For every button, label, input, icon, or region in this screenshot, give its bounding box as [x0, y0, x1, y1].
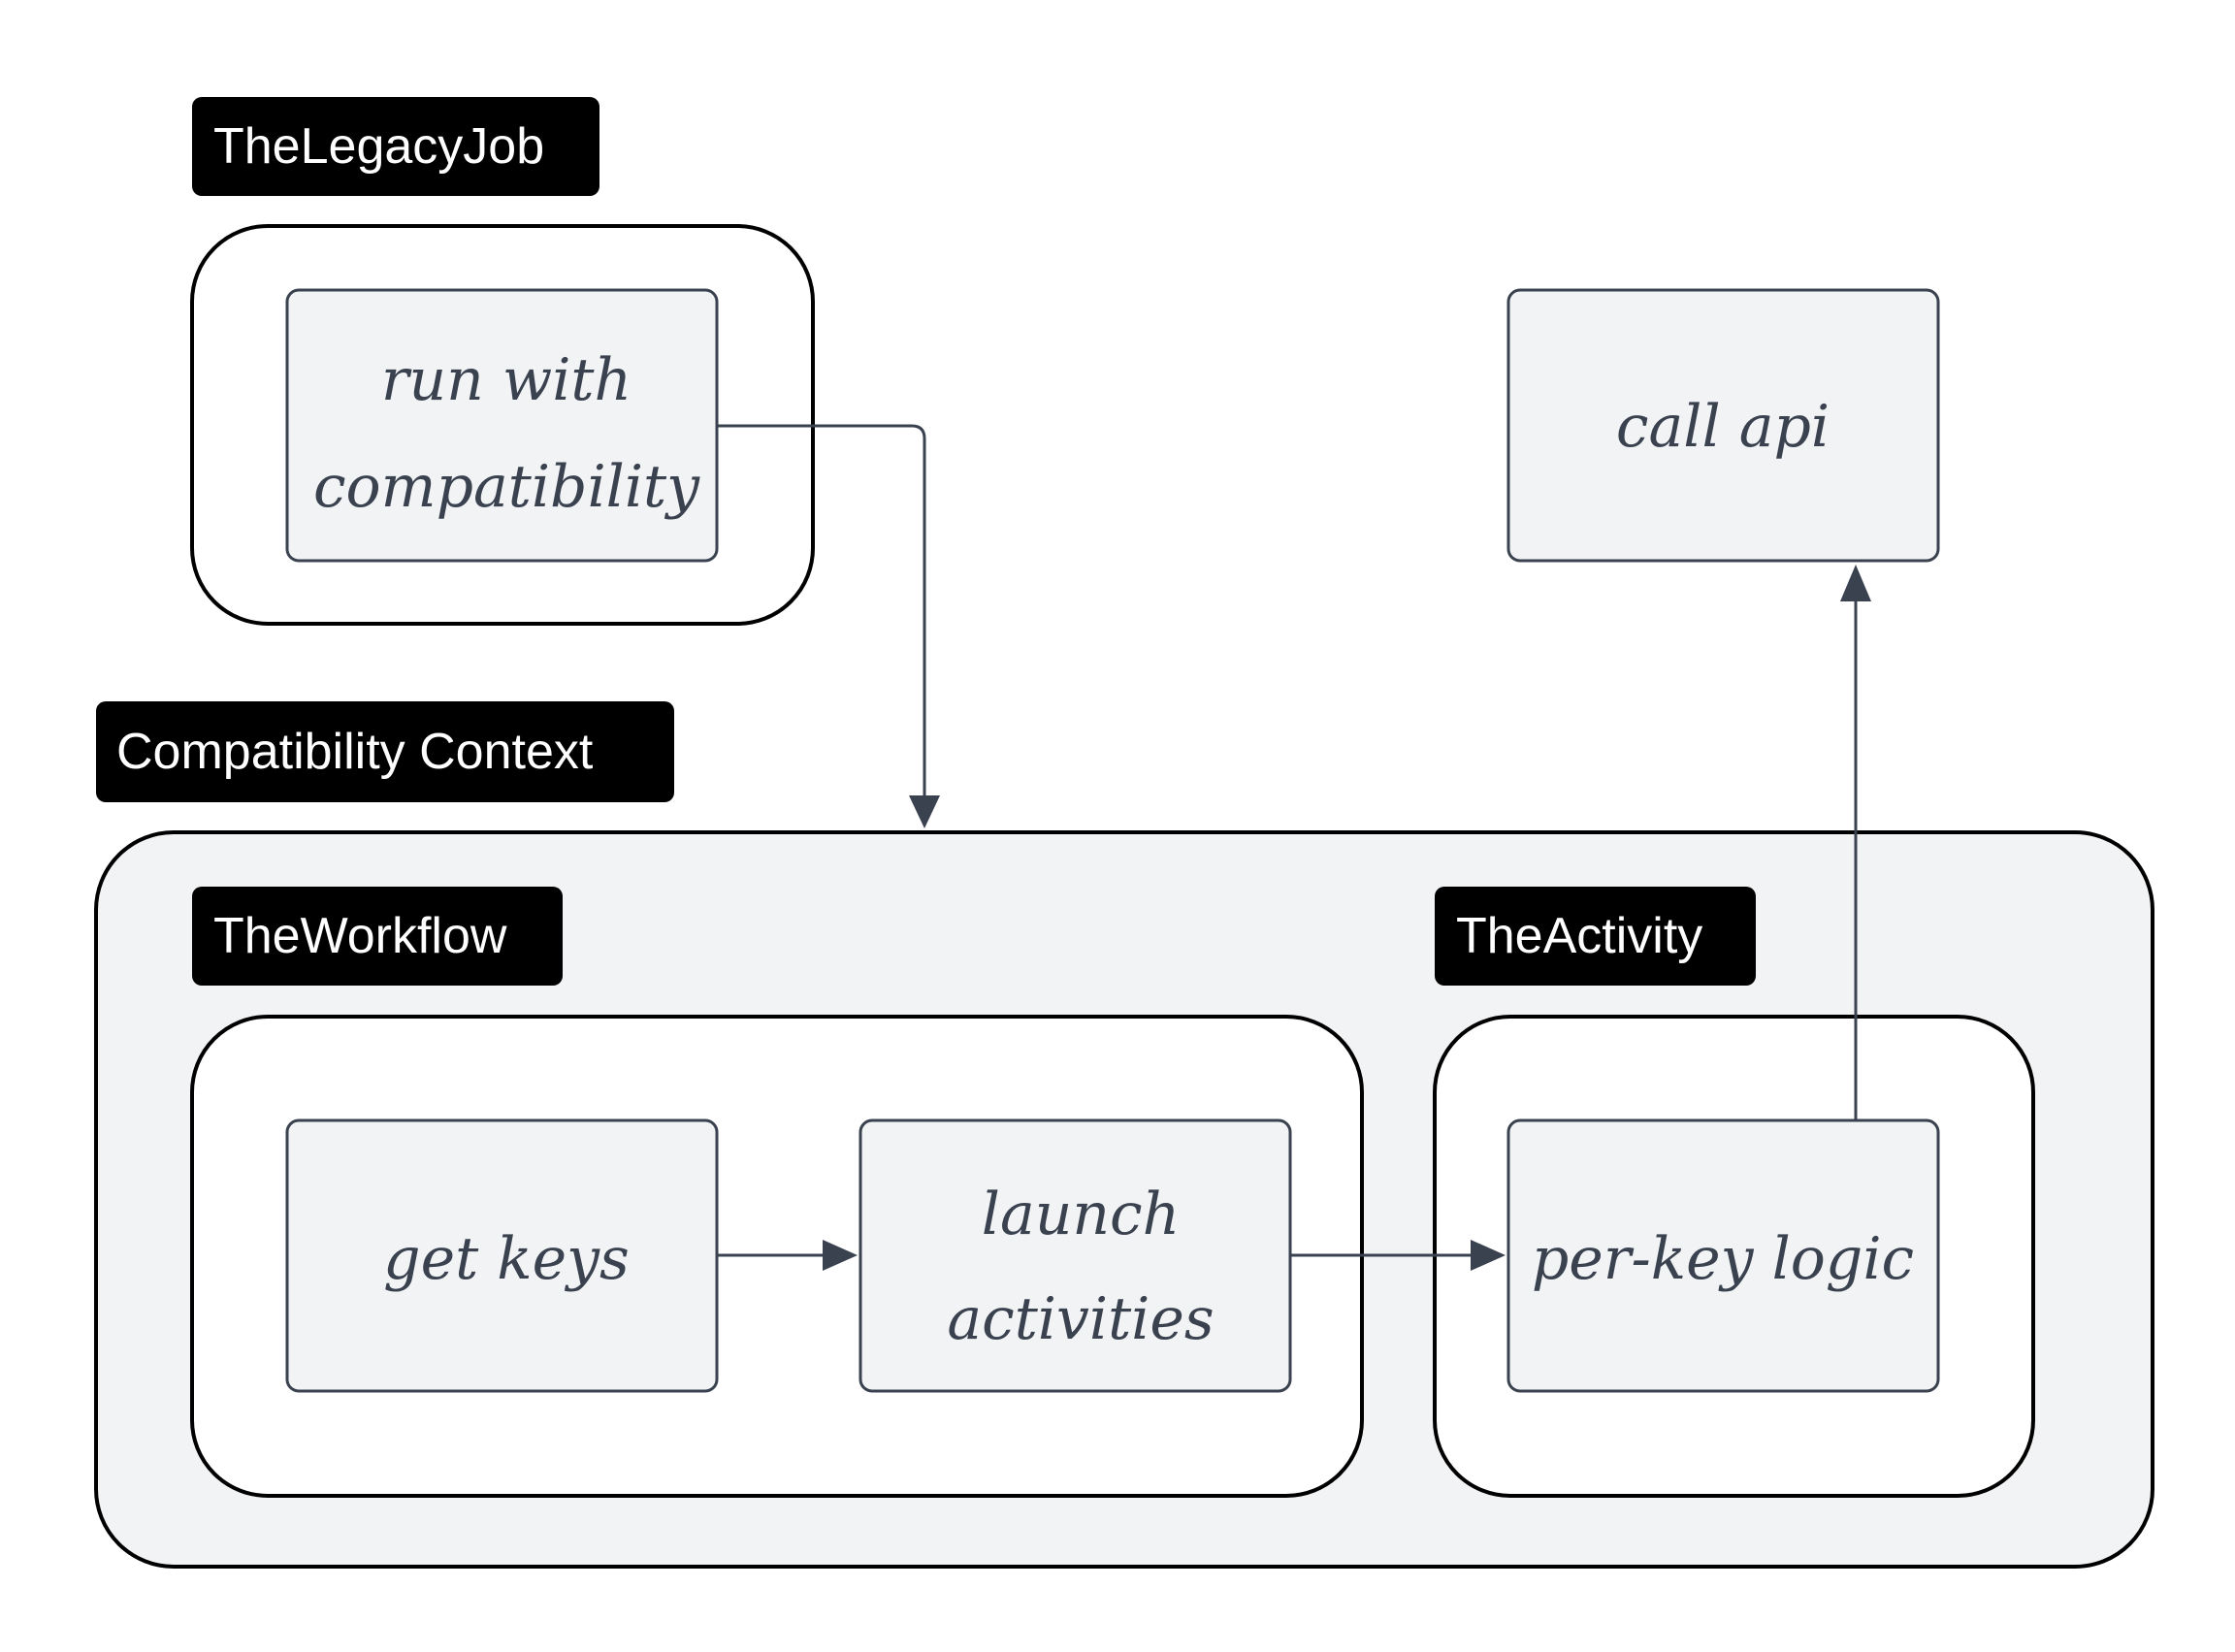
activity-label-text: TheActivity — [1456, 908, 1702, 964]
get-keys-node[interactable]: get keys — [285, 1118, 719, 1393]
edge-run-to-context-arrowhead — [909, 795, 940, 828]
edge-getkeys-to-launch-arrowhead — [823, 1240, 858, 1271]
call-api-text: call api — [1616, 393, 1830, 461]
run-with-compatibility-node[interactable]: run with compatibility — [285, 288, 719, 563]
workflow-label: TheWorkflow — [192, 887, 563, 986]
launch-activities-line2: activities — [947, 1285, 1214, 1353]
edge-launch-to-perkey-arrowhead — [1471, 1240, 1506, 1271]
call-api-node[interactable]: call api — [1506, 288, 1940, 563]
launch-activities-line1: launch — [982, 1181, 1181, 1248]
legacy-job-label-text: TheLegacyJob — [213, 118, 544, 175]
edge-perkey-to-callapi-arrowhead — [1840, 565, 1871, 601]
compatibility-context-label: Compatibility Context — [96, 701, 674, 802]
run-with-compatibility-line2: compatibility — [313, 453, 700, 521]
per-key-logic-text: per-key logic — [1532, 1225, 1914, 1293]
run-with-compatibility-line1: run with — [381, 346, 632, 414]
launch-activities-node[interactable]: launch activities — [858, 1118, 1292, 1393]
workflow-label-text: TheWorkflow — [213, 908, 507, 964]
edge-run-to-context — [718, 424, 926, 795]
get-keys-text: get keys — [383, 1225, 630, 1293]
activity-label: TheActivity — [1435, 887, 1756, 986]
legacy-job-label: TheLegacyJob — [192, 97, 599, 196]
per-key-logic-node[interactable]: per-key logic — [1506, 1118, 1940, 1393]
compatibility-context-label-text: Compatibility Context — [116, 724, 594, 780]
